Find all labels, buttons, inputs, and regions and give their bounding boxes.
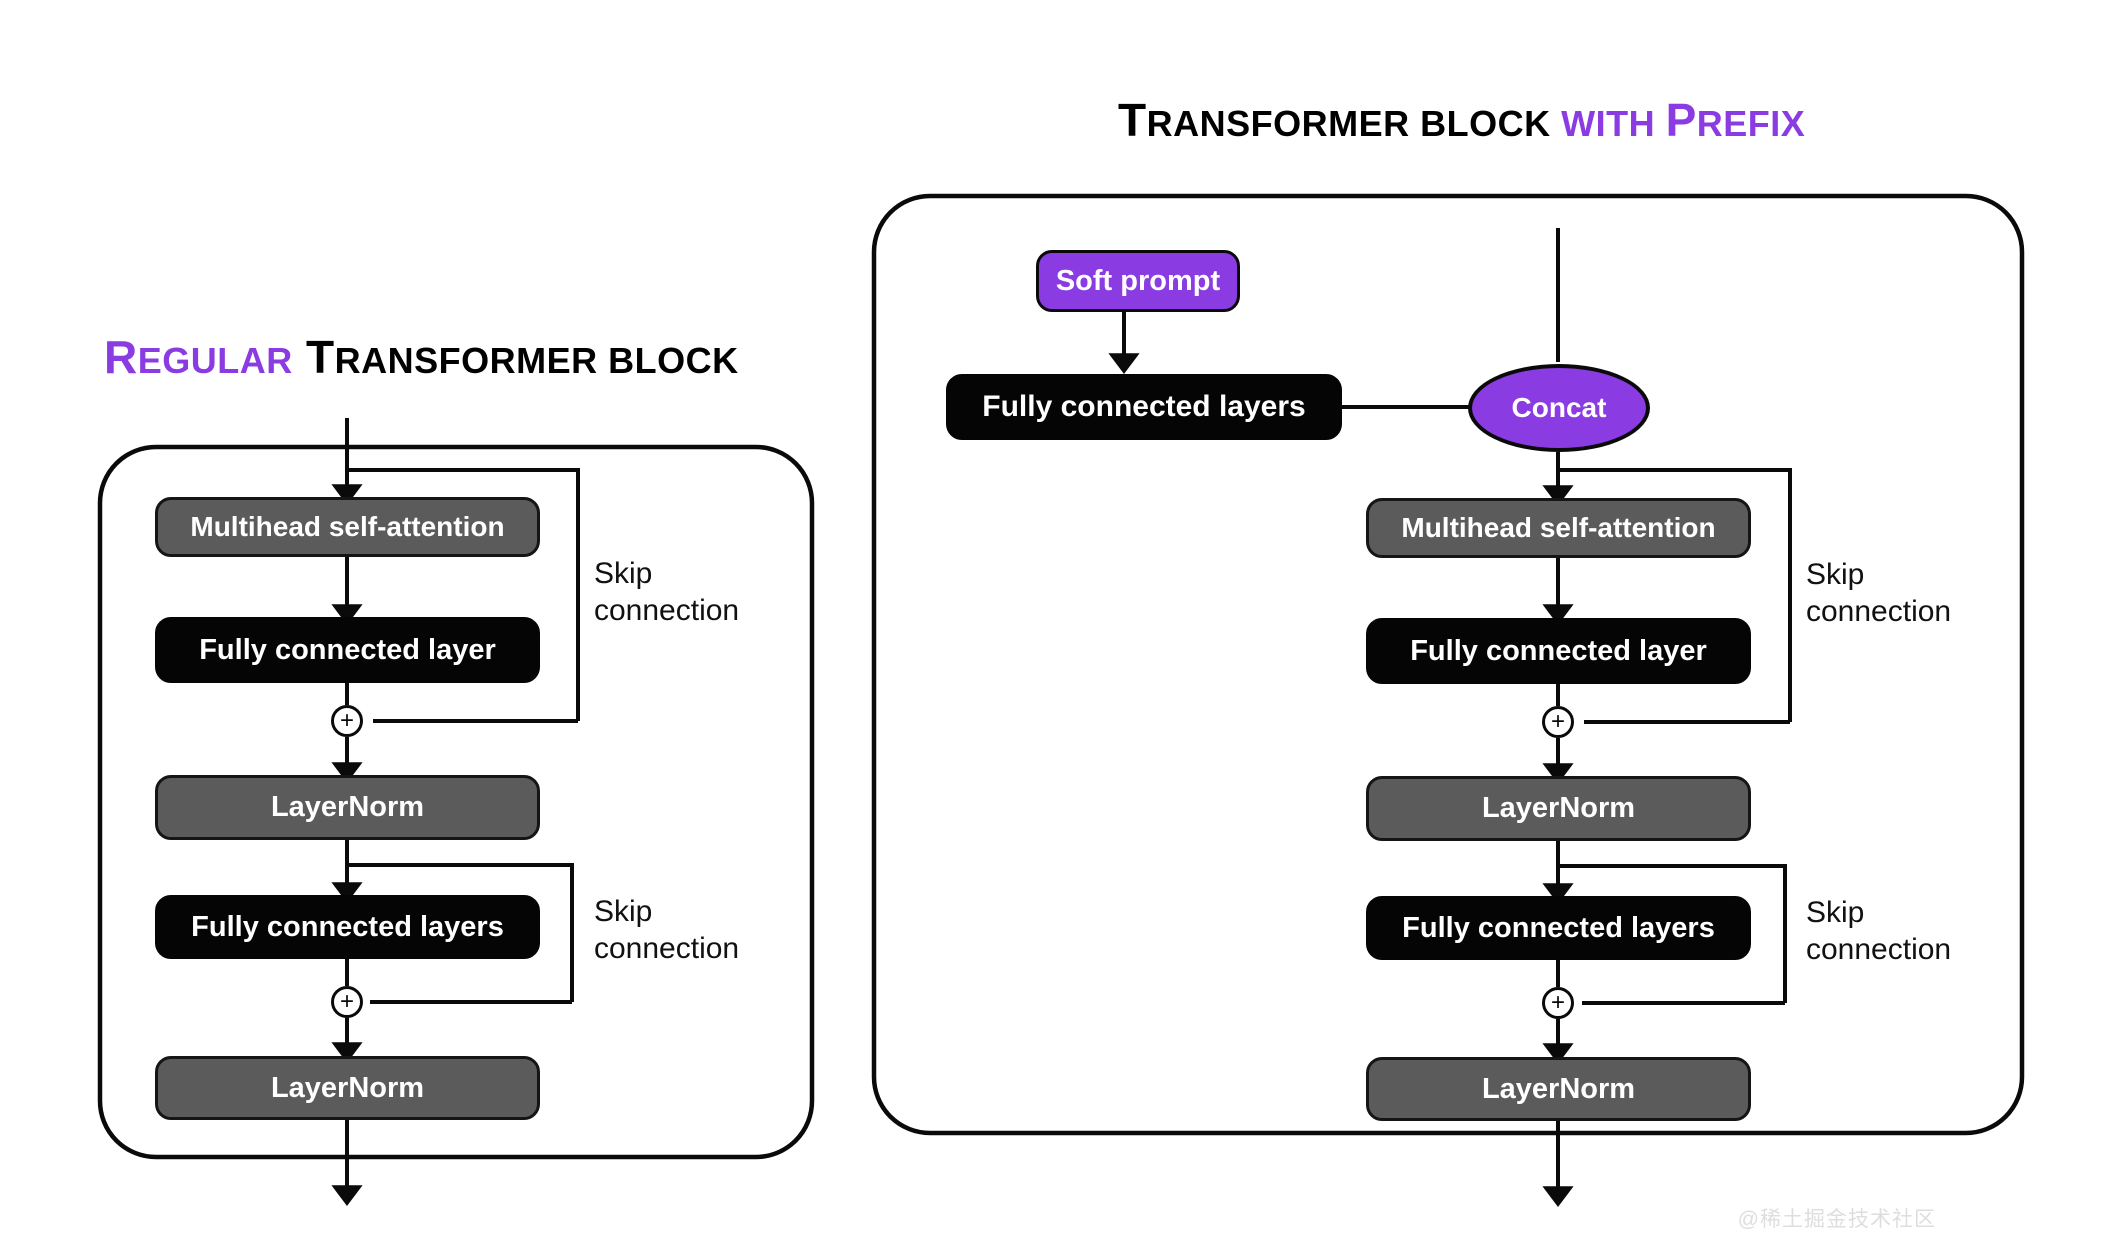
left-node-layernorm-1[interactable]: LayerNorm xyxy=(155,775,540,840)
left-skip-connection-label-1: Skip connection xyxy=(594,557,740,627)
right-title-accent-prefix-rest: REFIX xyxy=(1696,103,1806,144)
right-node-layernorm-1[interactable]: LayerNorm xyxy=(1366,776,1751,841)
right-node-soft-prompt[interactable]: Soft prompt xyxy=(1036,250,1240,312)
watermark: @稀土掘金技术社区 xyxy=(1737,1208,1936,1231)
left-junction-plus-2: + xyxy=(331,986,363,1018)
right-node-prefix-fully-connected-layers[interactable]: Fully connected layers xyxy=(946,374,1342,440)
right-node-fully-connected-layer[interactable]: Fully connected layer xyxy=(1366,618,1751,684)
left-junction-plus-1: + xyxy=(331,705,363,737)
right-junction-plus-2: + xyxy=(1542,987,1574,1019)
right-node-fully-connected-layers[interactable]: Fully connected layers xyxy=(1366,896,1751,960)
left-title-accent-initial: R xyxy=(104,331,138,383)
left-node-fully-connected-layer[interactable]: Fully connected layer xyxy=(155,617,540,683)
right-node-concat[interactable]: Concat xyxy=(1468,364,1650,452)
right-skip-connection-label-2: Skip connection xyxy=(1806,896,1952,966)
right-title-accent-with: WITH xyxy=(1561,103,1666,144)
left-node-layernorm-2[interactable]: LayerNorm xyxy=(155,1056,540,1120)
right-title-part-a: RANSFORMER BLOCK xyxy=(1146,103,1562,144)
left-title-rest: RANSFORMER BLOCK xyxy=(334,340,739,381)
left-panel-title: REGULAR TRANSFORMER BLOCK xyxy=(104,331,739,383)
right-panel-title: TRANSFORMER BLOCK WITH PREFIX xyxy=(1118,94,1806,146)
right-skip-connection-label-1: Skip connection xyxy=(1806,558,1952,628)
right-junction-plus-1: + xyxy=(1542,706,1574,738)
right-title-accent-prefix-initial: P xyxy=(1665,94,1697,146)
left-skip-connection-label-2: Skip connection xyxy=(594,895,740,965)
left-title-accent-rest: EGULAR xyxy=(137,340,293,381)
right-node-multihead-self-attention[interactable]: Multihead self-attention xyxy=(1366,498,1751,558)
left-node-fully-connected-layers[interactable]: Fully connected layers xyxy=(155,895,540,959)
left-node-multihead-self-attention[interactable]: Multihead self-attention xyxy=(155,497,540,557)
right-node-layernorm-2[interactable]: LayerNorm xyxy=(1366,1057,1751,1121)
